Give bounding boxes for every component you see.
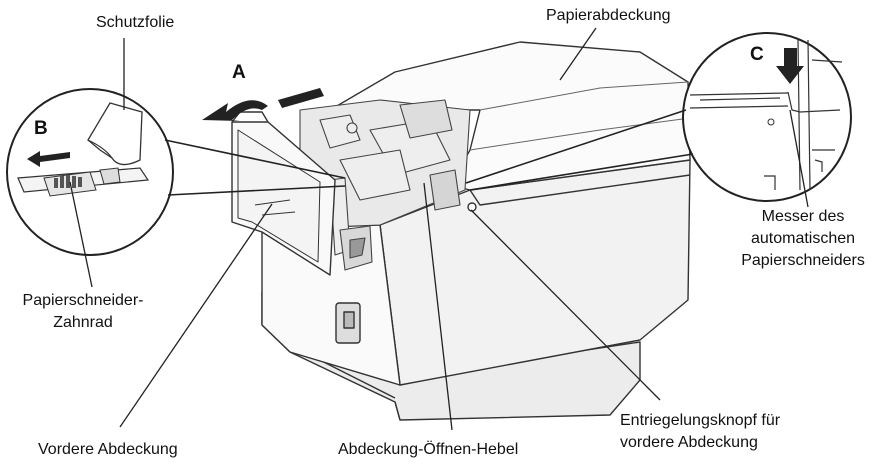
inner-mechanism (299, 99, 471, 271)
label-knopf-line1: Entriegelungsknopf für (620, 412, 781, 429)
marker-c: C (750, 44, 764, 65)
label-schutzfolie: Schutzfolie (96, 14, 175, 31)
arrow-b (27, 151, 70, 167)
zoom-circle-left (6, 88, 346, 256)
label-vordere-abdeckung: Vordere Abdeckung (38, 441, 178, 458)
label-messer: Messer des automatischen Papierschneider… (718, 206, 886, 272)
label-hebel: Abdeckung-Öffnen-Hebel (338, 441, 519, 458)
schutzfolie-film (87, 102, 143, 166)
arrow-c (776, 48, 804, 84)
arrow-a (202, 88, 324, 121)
label-entriegelungsknopf: Entriegelungsknopf für vordere Abdeckung (620, 410, 780, 454)
leader-lines (69, 27, 809, 431)
marker-b: B (34, 118, 48, 139)
paper-cover (329, 41, 691, 191)
label-messer-line3: Papierschneiders (741, 252, 865, 269)
release-button (467, 202, 477, 212)
label-papierabdeckung: Papierabdeckung (546, 7, 671, 24)
marker-a: A (232, 62, 246, 83)
label-messer-line1: Messer des (761, 208, 845, 225)
printer-illustration (231, 41, 691, 421)
zoom-circle-right (465, 32, 852, 202)
label-zahnrad-line2: Zahnrad (53, 314, 113, 331)
label-zahnrad: Papierschneider- Zahnrad (8, 290, 158, 334)
label-knopf-line2: vordere Abdeckung (620, 434, 758, 451)
gear-teeth (54, 175, 82, 188)
label-messer-line2: automatischen (750, 230, 856, 247)
label-zahnrad-line1: Papierschneider- (22, 292, 144, 309)
